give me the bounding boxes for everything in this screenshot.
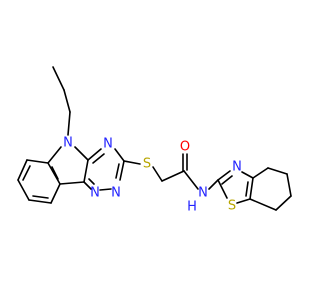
atom-o-carbonyl: O	[180, 140, 190, 155]
bond-c4b-c9b	[59, 181, 85, 185]
bond-c7-c7a	[249, 198, 277, 211]
bond-benzo-inner-1	[22, 165, 31, 181]
bond-c4-c5	[267, 167, 288, 175]
atom-n-triazine-bottom-right: N	[111, 186, 121, 201]
bond-n-indole-c8a	[47, 146, 62, 164]
bond-ch2-co	[161, 170, 185, 182]
bond-benzo-2	[17, 159, 28, 181]
bond-n-indole-c4a	[74, 146, 89, 161]
bond-c8a-c4b	[47, 162, 61, 185]
bond-c3-n-br	[119, 160, 125, 181]
atom-h-amide: H	[187, 200, 197, 215]
bond-c3a-c7a	[249, 177, 254, 200]
bond-benzo-inner-3	[51, 166, 59, 180]
atom-n-thiazole: N	[232, 160, 242, 175]
bonds	[17, 66, 292, 211]
bond-c4a-n-top-inner	[92, 153, 105, 164]
bond-nh-c2	[208, 179, 219, 190]
bond-c3a-c4	[252, 167, 269, 179]
atom-labels: N N N N S O N H N S	[63, 136, 242, 215]
bond-n-bl-c9b	[83, 181, 92, 190]
atom-n-triazine-bottom-left: N	[90, 186, 100, 201]
bond-s-ch2	[152, 166, 163, 182]
bond-propyl-2	[63, 89, 71, 113]
bond-c3a-c7a-inner	[245, 181, 249, 197]
bond-co-nh	[183, 170, 199, 190]
bond-c6-c7	[275, 195, 292, 211]
bond-c3-n-br-inner	[115, 163, 120, 179]
bond-c4a-n-top	[87, 148, 102, 161]
bond-benzo-1	[26, 159, 49, 164]
atom-s-thiazole: S	[228, 199, 236, 214]
bond-propyl-3	[67, 111, 71, 136]
atom-n-indole: N	[63, 136, 73, 151]
bond-benzo-3	[17, 179, 30, 201]
bond-c7a-s1	[236, 198, 251, 204]
bond-c2-n3-double	[221, 175, 233, 185]
bond-n-top-c3	[114, 148, 125, 162]
molecule-structure-diagram: N N N N S O N H N S	[17, 66, 292, 215]
bond-n3-c3a	[241, 171, 254, 179]
atom-s-thioether: S	[143, 157, 151, 172]
bond-s1-c2	[217, 179, 228, 199]
bond-n-bl-c9b-inner	[88, 178, 95, 185]
bond-benzo-inner-2	[32, 195, 49, 199]
bond-propyl-1	[52, 66, 65, 91]
atom-n-triazine-top: N	[103, 137, 113, 152]
bond-n-br-n-bl	[99, 188, 112, 191]
bond-c2-n3	[217, 170, 231, 181]
bond-c5-c6	[286, 173, 292, 197]
bond-benzo-4	[28, 199, 52, 204]
atom-n-amide: N	[198, 186, 208, 201]
bond-c3-s	[123, 160, 141, 165]
bond-c9b-c4a	[83, 159, 89, 183]
bond-benzo-5	[50, 183, 61, 204]
